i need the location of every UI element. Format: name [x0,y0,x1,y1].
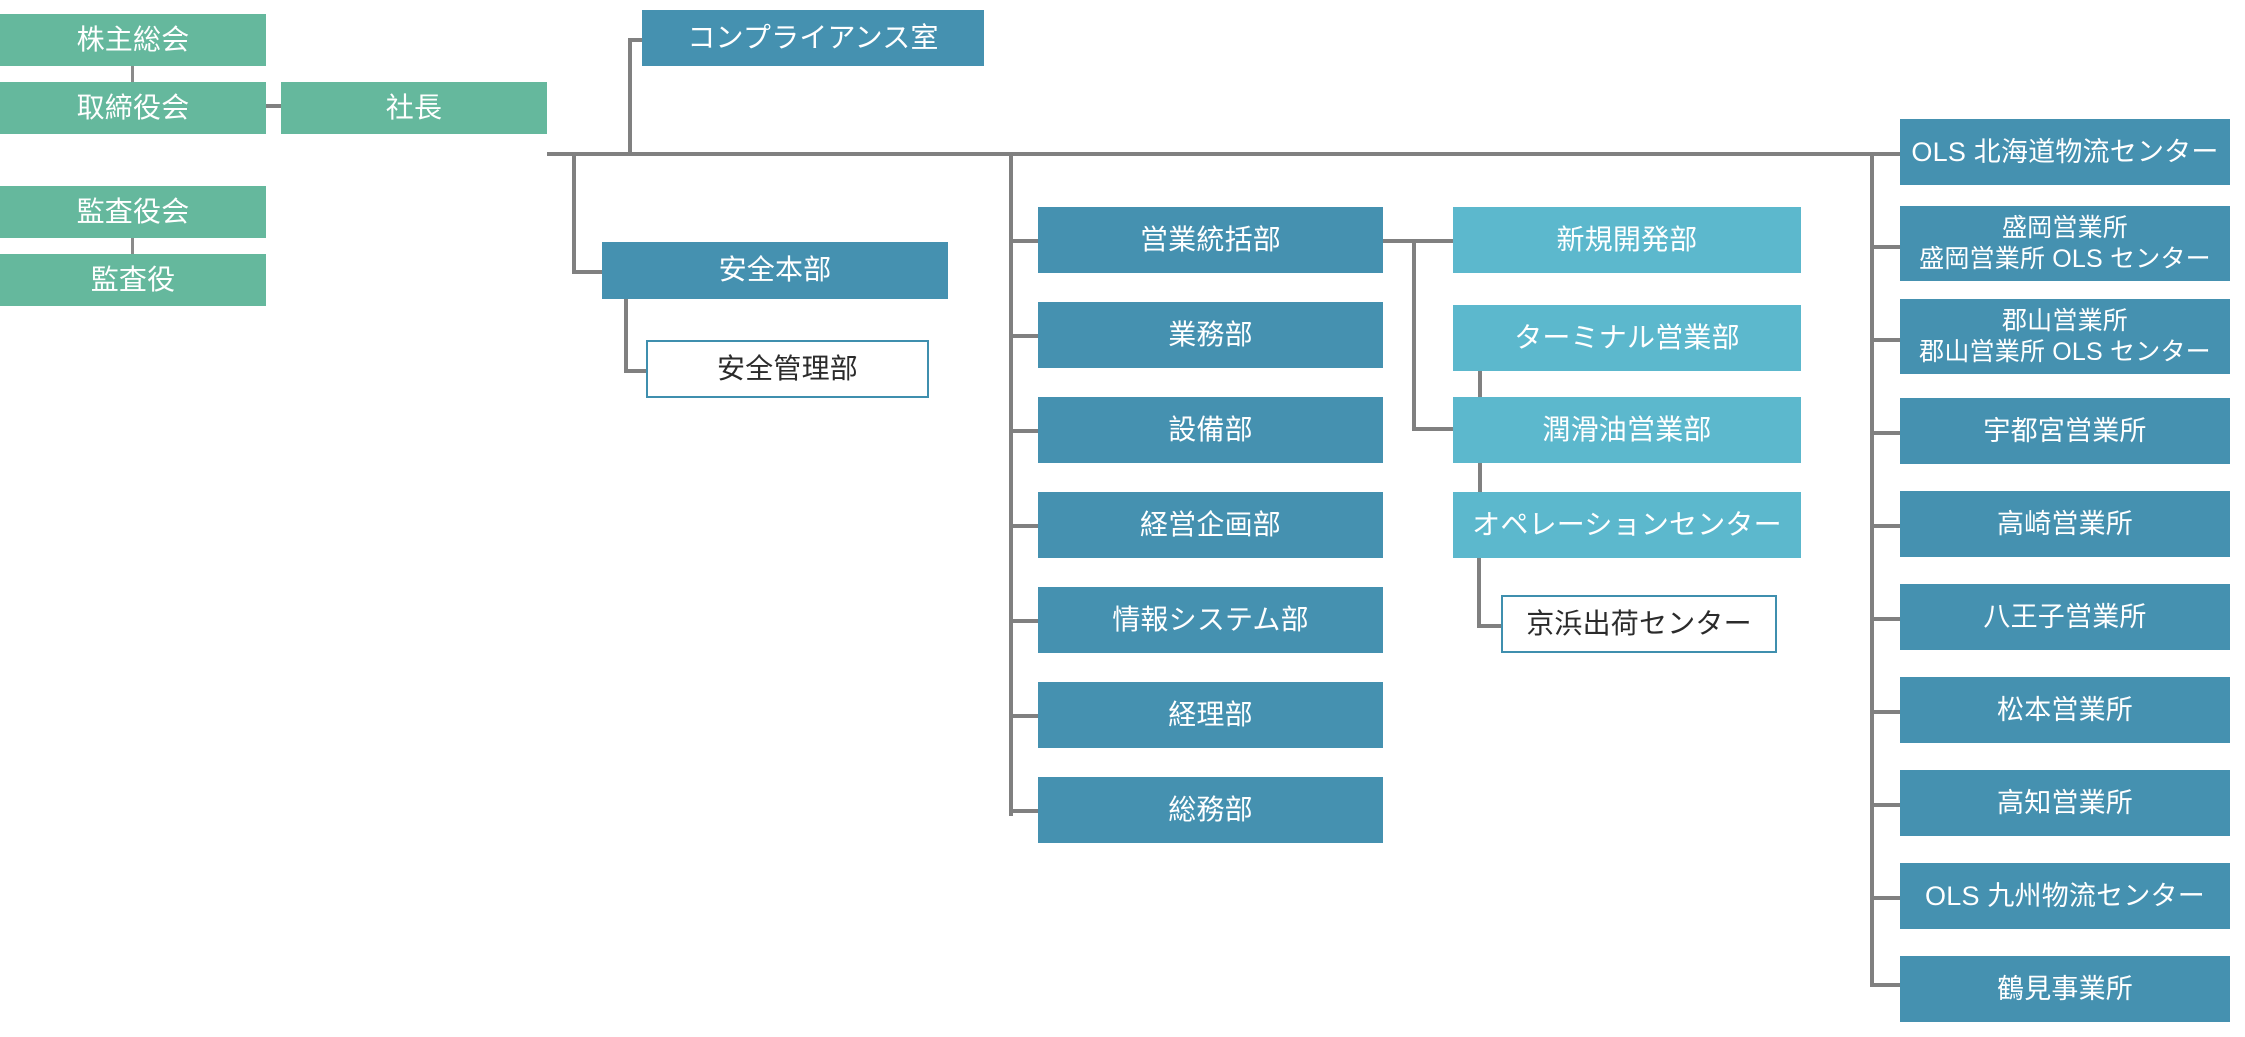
connector-trunk-to-safety-hq [572,156,576,274]
node-safety-management-dept[interactable]: 安全管理部 [646,340,929,398]
connector-safety-hq-to-mgmt [624,299,628,373]
node-label: 郡山営業所 郡山営業所 OLS センター [1919,307,2211,366]
connector-division-stub-5 [1009,714,1038,718]
connector-branch-stub-0 [1870,152,1900,156]
node-label: 経営企画部 [1139,508,1281,540]
node-label: 監査役 [90,263,176,295]
node-label: 情報システム部 [1112,603,1309,635]
node-shareholders-meeting[interactable]: 株主総会 [0,14,266,66]
node-label: 鶴見事業所 [1997,973,2133,1004]
node-label: 安全本部 [718,254,832,286]
node-label: オペレーションセンター [1472,508,1782,540]
node-label: 高知営業所 [1997,787,2133,818]
connector-auditors-board-to-auditor [131,238,134,254]
connector-branch-stub-2 [1870,338,1900,342]
connector-opcenter-child-horizontal [1477,624,1501,628]
node-label: コンプライアンス室 [687,21,939,53]
connector-branch-stub-9 [1870,983,1900,987]
node-branch-6[interactable]: 松本営業所 [1900,677,2230,743]
connector-branch-stub-4 [1870,524,1900,528]
connector-safety-mgmt-horizontal [624,369,646,373]
connector-president-trunk [547,152,1899,156]
connector-division-stub-1 [1009,334,1038,338]
connector-division-stub-6 [1009,809,1038,813]
node-label: 宇都宮営業所 [1983,415,2147,446]
node-branch-1[interactable]: 盛岡営業所 盛岡営業所 OLS センター [1900,206,2230,281]
connector-safety-hq-horizontal [572,270,602,274]
connector-sales-outer-spine [1412,239,1416,431]
connector-branch-stub-7 [1870,803,1900,807]
node-division-2[interactable]: 設備部 [1038,397,1383,463]
node-label: 盛岡営業所 盛岡営業所 OLS センター [1919,214,2211,273]
node-division-3[interactable]: 経営企画部 [1038,492,1383,558]
node-board-of-directors[interactable]: 取締役会 [0,82,266,134]
node-branch-5[interactable]: 八王子営業所 [1900,584,2230,650]
node-label: 業務部 [1168,318,1253,350]
node-safety-headquarters[interactable]: 安全本部 [602,242,948,299]
node-compliance-office[interactable]: コンプライアンス室 [642,10,984,66]
connector-board-to-president [266,104,281,108]
node-branch-0[interactable]: OLS 北海道物流センター [1900,119,2230,185]
node-sales-subunit-2[interactable]: 潤滑油営業部 [1453,397,1801,463]
node-label: 潤滑油営業部 [1542,413,1712,445]
node-label: 総務部 [1168,793,1253,825]
connector-branch-stub-8 [1870,896,1900,900]
node-label: OLS 九州物流センター [1925,880,2205,911]
node-label: 安全管理部 [716,352,858,384]
node-branch-4[interactable]: 高崎営業所 [1900,491,2230,557]
node-auditor[interactable]: 監査役 [0,254,266,306]
node-branch-2[interactable]: 郡山営業所 郡山営業所 OLS センター [1900,299,2230,374]
node-division-4[interactable]: 情報システム部 [1038,587,1383,653]
node-label: 取締役会 [76,91,190,123]
node-label: 株主総会 [76,23,190,55]
node-president[interactable]: 社長 [281,82,547,134]
node-label: 松本営業所 [1997,694,2133,725]
node-division-5[interactable]: 経理部 [1038,682,1383,748]
node-label: ターミナル営業部 [1514,321,1740,353]
node-auditors-board[interactable]: 監査役会 [0,186,266,238]
connector-division-stub-3 [1009,524,1038,528]
connector-branch-stub-3 [1870,431,1900,435]
connector-branch-stub-5 [1870,617,1900,621]
node-label: 社長 [385,91,443,123]
node-label: 設備部 [1168,413,1253,445]
node-label: 高崎営業所 [1997,508,2133,539]
connector-opcenter-to-child [1477,558,1481,628]
node-label: 新規開発部 [1556,223,1698,255]
connector-branch-spine [1870,152,1874,987]
connector-division-stub-2 [1009,429,1038,433]
node-label: OLS 北海道物流センター [1911,136,2219,167]
node-label: 営業統括部 [1139,223,1281,255]
connector-sales-hq-out [1383,239,1456,243]
connector-division-stub-4 [1009,619,1038,623]
connector-branch-stub-1 [1870,245,1900,249]
node-division-1[interactable]: 業務部 [1038,302,1383,368]
node-label: 経理部 [1168,698,1253,730]
node-sales-subunit-0[interactable]: 新規開発部 [1453,207,1801,273]
node-branch-9[interactable]: 鶴見事業所 [1900,956,2230,1022]
node-label: 八王子営業所 [1983,601,2147,632]
node-sales-subunit-3[interactable]: オペレーションセンター [1453,492,1801,558]
node-keihin-shipping-center[interactable]: 京浜出荷センター [1501,595,1777,653]
node-division-6[interactable]: 総務部 [1038,777,1383,843]
connector-division-stub-0 [1009,239,1038,243]
node-branch-3[interactable]: 宇都宮営業所 [1900,398,2230,464]
node-branch-8[interactable]: OLS 九州物流センター [1900,863,2230,929]
node-division-0[interactable]: 営業統括部 [1038,207,1383,273]
node-sales-subunit-1[interactable]: ターミナル営業部 [1453,305,1801,371]
connector-branch-stub-6 [1870,710,1900,714]
node-branch-7[interactable]: 高知営業所 [1900,770,2230,836]
node-label: 監査役会 [76,195,190,227]
connector-trunk-to-compliance [628,38,632,154]
connector-compliance-horizontal [628,38,642,42]
connector-shareholders-to-board [131,66,134,82]
node-label: 京浜出荷センター [1526,607,1752,639]
connector-divisions-spine [1009,152,1013,816]
